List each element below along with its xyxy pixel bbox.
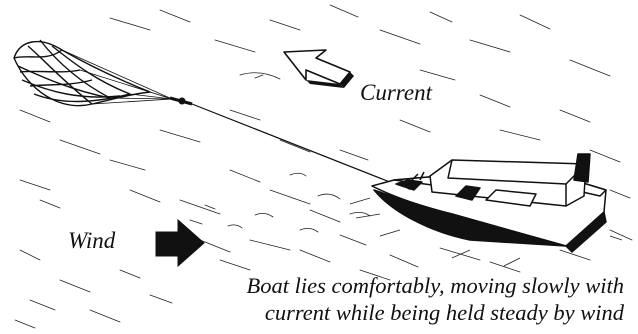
drogue-swivel	[170, 98, 192, 104]
wind-label: Wind	[68, 228, 115, 254]
boat-illustration	[372, 154, 606, 252]
figure-caption: Boat lies comfortably, moving slowly wit…	[247, 272, 624, 326]
current-label: Current	[360, 80, 432, 106]
caption-line-1: Boat lies comfortably, moving slowly wit…	[247, 272, 624, 299]
current-arrow-icon	[284, 50, 354, 88]
caption-line-2: current while being held steady by wind	[247, 299, 624, 326]
anchor-rode-line	[192, 104, 405, 188]
sea-anchor-drogue	[14, 40, 150, 106]
wind-arrow-icon	[156, 220, 204, 266]
